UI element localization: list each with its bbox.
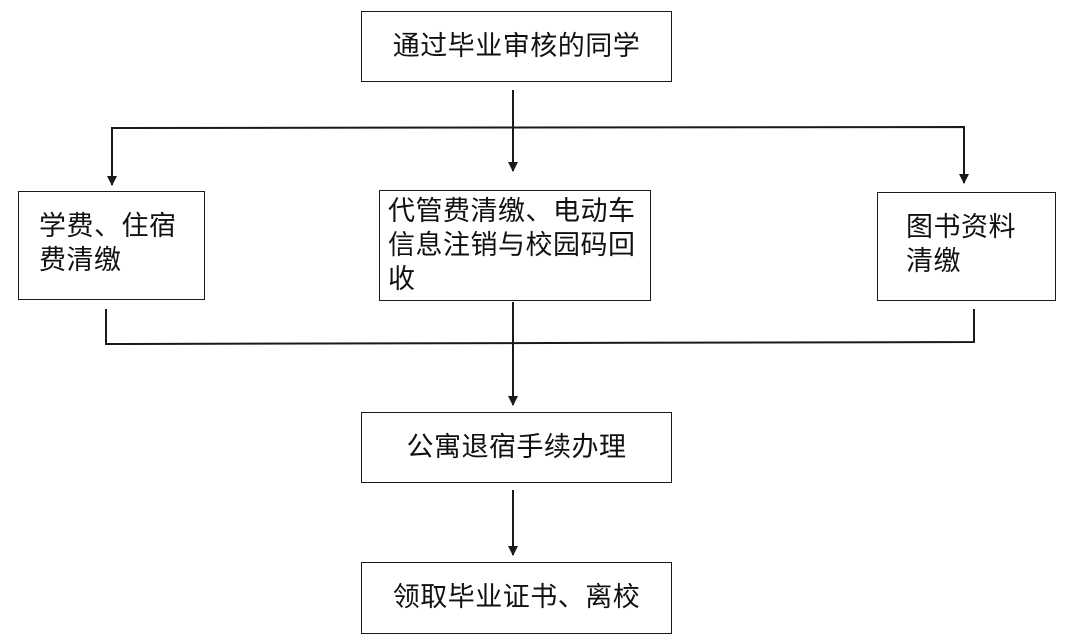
- node-graduation-review-passed: 通过毕业审核的同学: [361, 11, 672, 82]
- connector-merge-bar: [105, 309, 975, 346]
- node-left-label: 学费、住宿费清缴: [39, 211, 177, 276]
- node-right-label: 图书资料清缴: [906, 212, 1016, 277]
- node-top-label: 通过毕业审核的同学: [392, 30, 641, 62]
- node-diploma-and-leave: 领取毕业证书、离校: [361, 562, 672, 634]
- node-apartment-label: 公寓退宿手续办理: [406, 431, 627, 463]
- node-mid-label: 代管费清缴、电动车信息注销与校园码回收: [388, 196, 636, 295]
- node-final-label: 领取毕业证书、离校: [392, 582, 641, 613]
- node-tuition-dorm-fee-payment: 学费、住宿费清缴: [18, 191, 205, 300]
- node-apartment-checkout: 公寓退宿手续办理: [361, 412, 672, 483]
- node-custody-fee-ebike-campus-code: 代管费清缴、电动车信息注销与校园码回收: [379, 190, 651, 301]
- node-library-materials-clearance: 图书资料清缴: [877, 192, 1056, 301]
- connector-branch-bar: [111, 125, 969, 185]
